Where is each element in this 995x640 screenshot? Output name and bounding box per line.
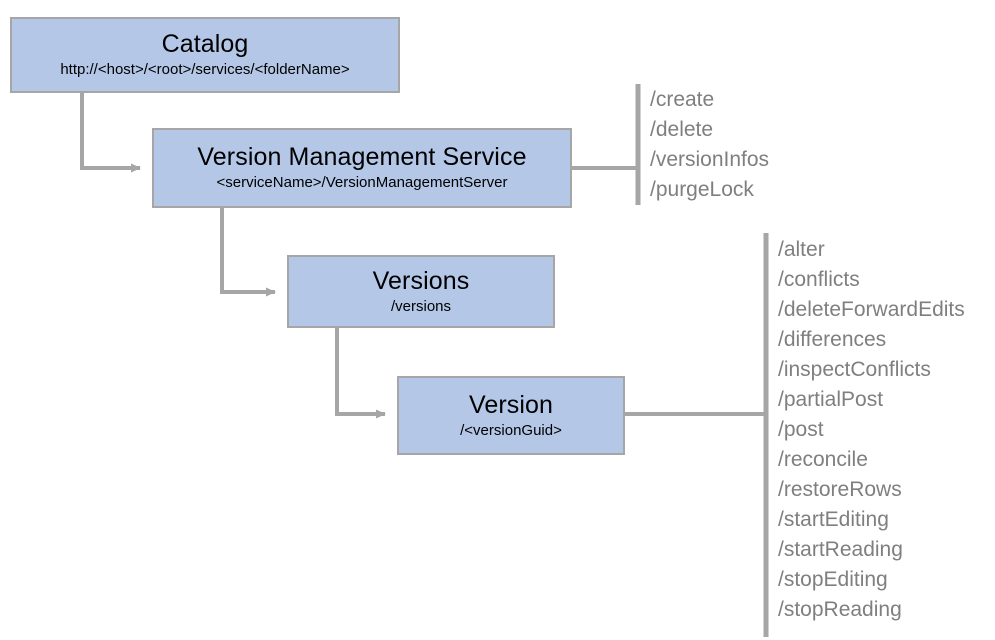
node-versions[interactable]: Versions /versions (287, 255, 555, 328)
endpoint-item[interactable]: /conflicts (778, 268, 860, 291)
endpoint-item[interactable]: /reconcile (778, 448, 868, 471)
node-versions-subtitle: /versions (390, 297, 452, 315)
node-catalog-title: Catalog (161, 30, 249, 59)
node-version[interactable]: Version /<versionGuid> (397, 376, 625, 455)
endpoint-item[interactable]: /delete (650, 118, 714, 141)
endpoint-item[interactable]: /purgeLock (650, 178, 754, 201)
endpoint-item[interactable]: /differences (778, 328, 887, 351)
endpoint-item[interactable]: /partialPost (778, 388, 884, 411)
node-version-management-service-subtitle: <serviceName>/VersionManagementServer (216, 174, 508, 192)
connector-catalog-to-vms (80, 93, 141, 173)
endpoint-item[interactable]: /stopReading (778, 598, 902, 621)
connector-vms-to-endpoint-bar (572, 84, 641, 205)
endpoint-item[interactable]: /stopEditing (778, 568, 888, 591)
endpoint-item[interactable]: /post (778, 418, 824, 441)
endpoint-item[interactable]: /startReading (778, 538, 903, 561)
endpoint-item[interactable]: /inspectConflicts (778, 358, 931, 381)
endpoint-item[interactable]: /create (650, 88, 715, 111)
node-catalog-subtitle: http://<host>/<root>/services/<folderNam… (60, 61, 350, 79)
endpoint-item[interactable]: /deleteForwardEdits (778, 298, 965, 321)
node-version-subtitle: /<versionGuid> (460, 421, 562, 439)
endpoint-list-version-management-service: /create/delete/versionInfos/purgeLock (650, 85, 769, 205)
connector-version-to-endpoint-bar (625, 233, 769, 637)
node-versions-title: Versions (372, 266, 470, 295)
endpoint-item[interactable]: /versionInfos (650, 148, 770, 171)
endpoint-item[interactable]: /startEditing (778, 508, 889, 531)
endpoint-list-version: /alter/conflicts/deleteForwardEdits/diff… (778, 235, 965, 625)
connector-versions-to-version (335, 328, 386, 419)
node-version-management-service-title: Version Management Service (197, 143, 527, 172)
connector-vms-to-versions (220, 208, 276, 297)
endpoint-item[interactable]: /restoreRows (778, 478, 902, 501)
node-catalog[interactable]: Catalog http://<host>/<root>/services/<f… (10, 17, 400, 93)
endpoint-item[interactable]: /alter (778, 238, 825, 261)
node-version-management-service[interactable]: Version Management Service <serviceName>… (152, 128, 572, 208)
node-version-title: Version (468, 390, 554, 419)
